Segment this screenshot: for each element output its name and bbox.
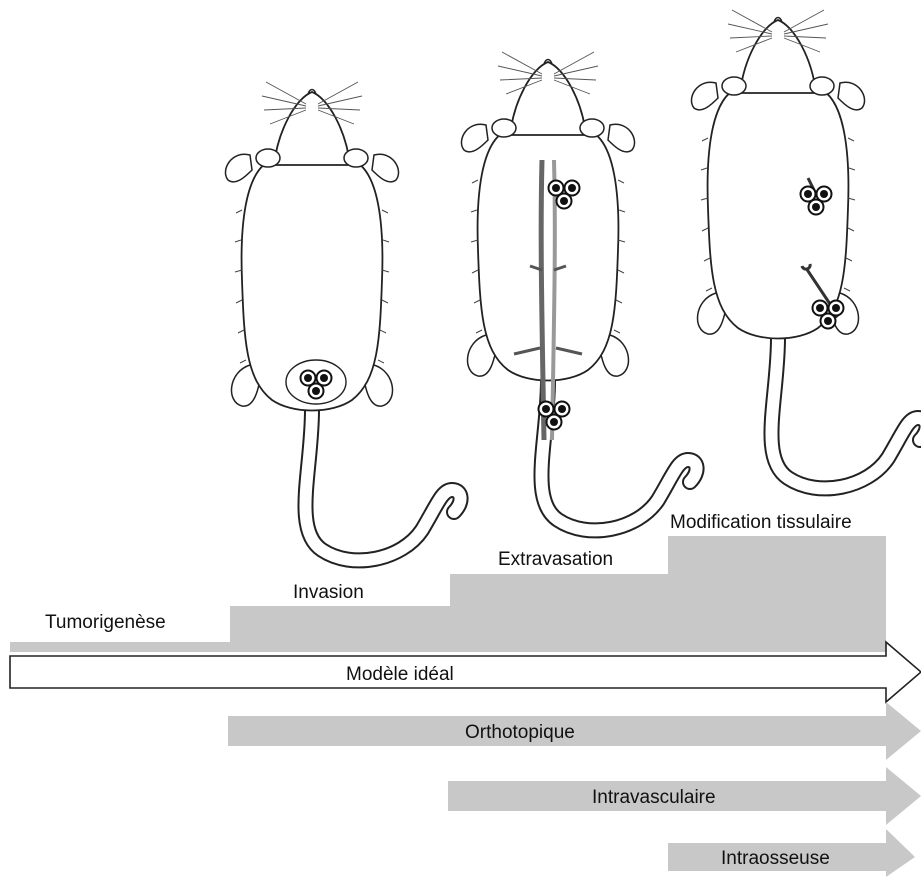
ideal-model-label: Modèle idéal bbox=[346, 664, 454, 685]
intravasculaire-label: Intravasculaire bbox=[592, 787, 716, 808]
stage-staircase bbox=[10, 536, 886, 652]
orthotopique-label: Orthotopique bbox=[465, 722, 575, 743]
mouse-tissue-modification-illustration bbox=[691, 10, 921, 488]
intraosseuse-label: Intraosseuse bbox=[721, 848, 830, 869]
stage-label-tumorigenese: Tumorigenèse bbox=[45, 612, 166, 633]
mouse-invasion-illustration bbox=[225, 82, 460, 560]
stage-label-modification-tissulaire: Modification tissulaire bbox=[670, 512, 852, 533]
mouse-extravasation-illustration bbox=[461, 52, 696, 530]
stage-label-extravasation: Extravasation bbox=[498, 549, 613, 570]
blood-vessel bbox=[541, 160, 544, 440]
stage-label-invasion: Invasion bbox=[293, 582, 364, 603]
